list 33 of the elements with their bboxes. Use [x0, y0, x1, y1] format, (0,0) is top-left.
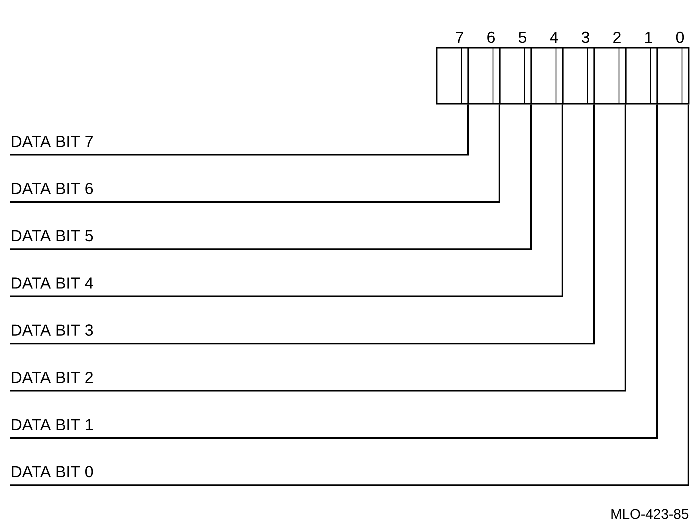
node-label: 1 — [646, 32, 652, 44]
leader-line — [10, 104, 658, 439]
node-label: 3 — [582, 32, 590, 44]
signal-label: DATA BIT 4 — [12, 278, 94, 289]
register-cell: 4 — [530, 32, 564, 105]
register-cell: 3 — [562, 32, 596, 105]
node-label: 4 — [550, 32, 558, 44]
node-label: 6 — [488, 32, 495, 44]
node-label: 5 — [518, 32, 527, 44]
leader-line — [10, 104, 469, 156]
signal-label: DATA BIT 0 — [12, 466, 94, 478]
register-cell: 1 — [625, 32, 658, 105]
node-label: 0 — [676, 32, 684, 44]
node-label: 7 — [456, 32, 464, 44]
leader-line — [10, 104, 626, 392]
figure-id: MLO-423-85 — [612, 509, 689, 520]
signal-label: DATA BIT 6 — [12, 183, 94, 194]
register-cell: 0 — [656, 32, 690, 105]
signal-label: DATA BIT 2 — [12, 372, 93, 384]
signal-label: DATA BIT 5 — [12, 230, 94, 242]
leader-line — [10, 104, 532, 250]
leader-line — [10, 104, 564, 298]
node-label: 2 — [614, 32, 621, 44]
signal-label: DATA BIT 7 — [12, 136, 93, 148]
leader-line — [10, 104, 500, 203]
register-cell: 7 — [436, 32, 470, 105]
leader-line — [10, 104, 595, 345]
register-cell: 5 — [499, 32, 532, 105]
register-cell: 6 — [468, 32, 501, 105]
leader-line — [10, 104, 690, 486]
signal-label: DATA BIT 1 — [12, 419, 93, 430]
signal-label: DATA BIT 3 — [12, 324, 94, 336]
register-cell: 2 — [594, 32, 627, 105]
